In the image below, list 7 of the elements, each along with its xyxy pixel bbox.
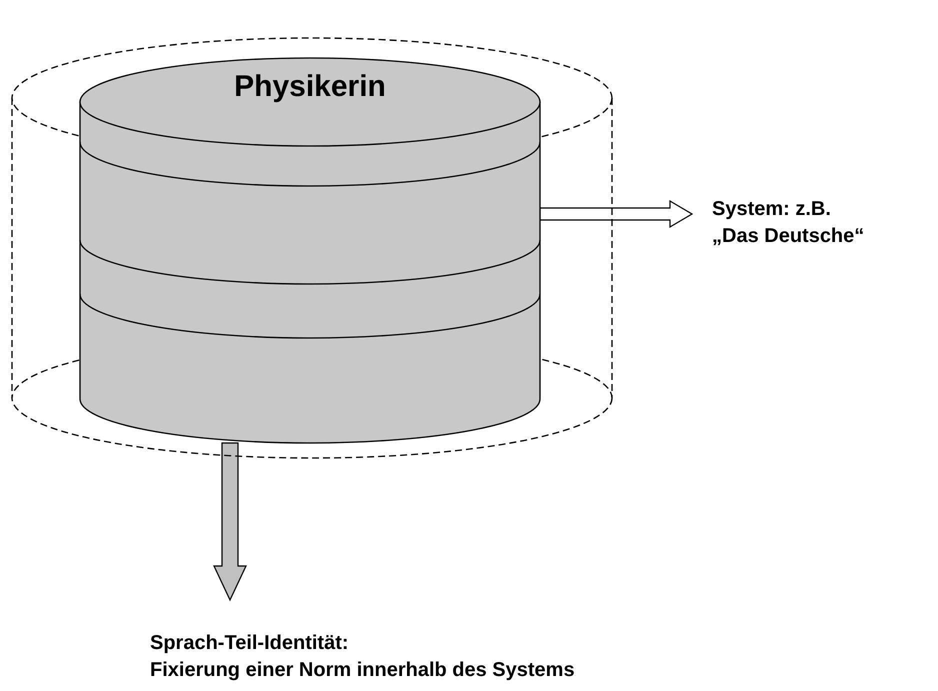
note-text: „Das Deutsche“ (712, 224, 866, 249)
block-arrow (213, 442, 247, 602)
note-text: Fixierung einer Norm innerhalb des Systems (150, 658, 576, 683)
cylinder-title: Physikerin (233, 70, 387, 104)
note-text: System: z.B. (712, 197, 832, 222)
note-text: Sprach-Teil-Identität: (150, 631, 350, 656)
block-arrow (539, 200, 694, 228)
